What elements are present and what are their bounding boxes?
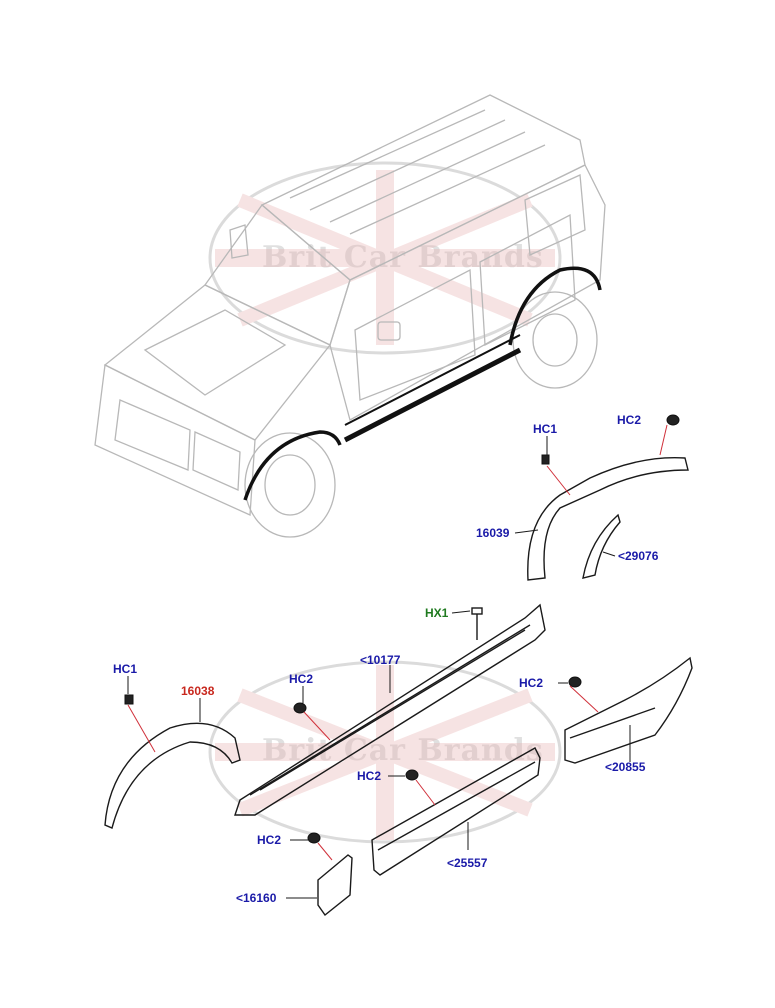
label-25557: <25557 <box>447 856 488 870</box>
part-29076-trim <box>582 513 621 579</box>
part-16160-mudflap <box>317 854 353 917</box>
label-16160: <16160 <box>236 891 277 905</box>
label-20855: <20855 <box>605 760 646 774</box>
vehicle-outline <box>94 94 606 538</box>
label-hc2-mud: HC2 <box>257 833 282 847</box>
label-16039: 16039 <box>476 526 510 540</box>
vehicle-highlight <box>243 266 602 501</box>
label-hc1-front: HC1 <box>113 662 138 676</box>
label-hc2-door: HC2 <box>357 769 382 783</box>
label-hc1-rear: HC1 <box>533 422 558 436</box>
label-hc2-sill: HC2 <box>289 672 314 686</box>
label-hc2-rear-panel: HC2 <box>519 676 544 690</box>
label-10177: <10177 <box>360 653 401 667</box>
watermark-logo-bottom <box>208 660 562 844</box>
pointer-lines <box>127 436 631 899</box>
part-16038-front-arch <box>104 722 241 829</box>
clips-upper <box>541 414 680 465</box>
part-16039-rear-arch <box>527 456 689 581</box>
part-10177-sill <box>234 603 546 816</box>
watermark-bottom: Brit Car Brands <box>262 733 544 768</box>
watermark-top: Brit Car Brands <box>262 240 544 275</box>
part-20855-rear-panel <box>564 656 693 764</box>
bolt-hx1 <box>471 607 483 640</box>
watermark-logo-top <box>208 161 562 355</box>
part-25557-door-trim <box>371 747 541 876</box>
clips-lower <box>124 676 582 844</box>
label-hc2-rear: HC2 <box>617 413 642 427</box>
label-16038: 16038 <box>181 684 215 698</box>
label-hx1: HX1 <box>425 606 449 620</box>
label-29076: <29076 <box>618 549 659 563</box>
leader-lines <box>127 424 668 861</box>
